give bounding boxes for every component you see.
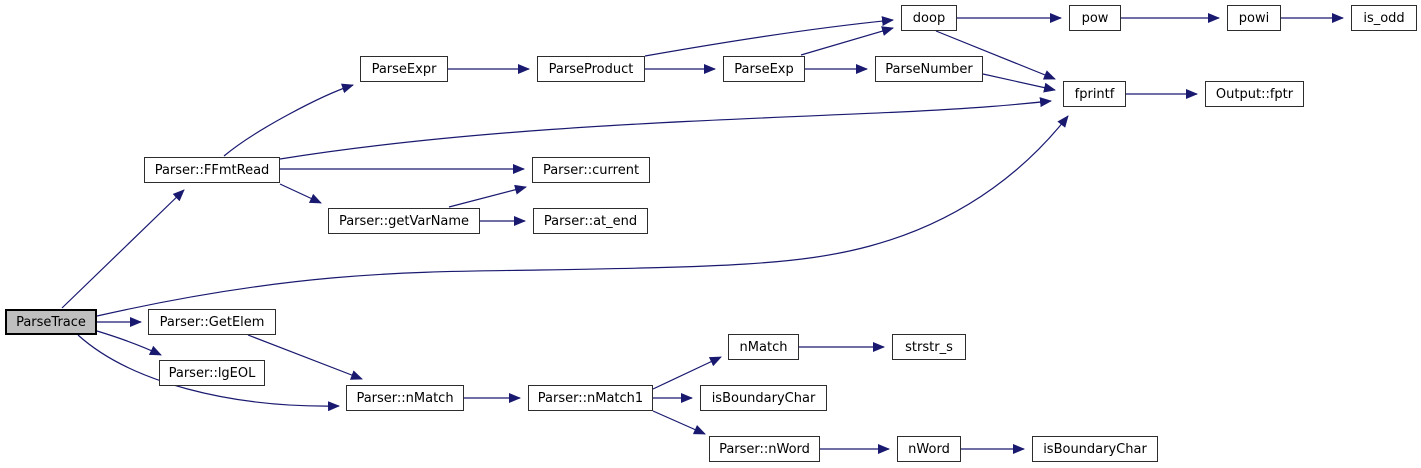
node-parse-trace[interactable]: ParseTrace: [5, 309, 97, 335]
edge-parse-trace-ffmt-read: [61, 189, 185, 309]
node-parse-number[interactable]: ParseNumber: [875, 56, 983, 82]
node-label-is-odd: is_odd: [1363, 10, 1405, 26]
node-label-lg-eol: Parser::lgEOL: [168, 365, 256, 381]
edge-nmatch1-nword-p: [652, 410, 706, 435]
node-label-nmatch: nMatch: [739, 339, 788, 355]
node-label-fprintf: fprintf: [1074, 86, 1115, 102]
node-label-nword: nWord: [908, 441, 950, 457]
node-get-elem[interactable]: Parser::GetElem: [148, 309, 276, 335]
node-ffmt-read[interactable]: Parser::FFmtRead: [144, 157, 280, 183]
edge-parse-trace-nmatch-p: [77, 334, 340, 412]
node-label-get-var-name: Parser::getVarName: [338, 213, 470, 229]
node-parse-product[interactable]: ParseProduct: [537, 56, 645, 82]
node-fprintf[interactable]: fprintf: [1063, 81, 1126, 107]
node-nmatch1[interactable]: Parser::nMatch1: [528, 385, 653, 411]
node-label-parse-trace: ParseTrace: [16, 314, 86, 330]
node-label-parse-number: ParseNumber: [885, 61, 973, 77]
node-lg-eol[interactable]: Parser::lgEOL: [159, 360, 265, 386]
node-strstr-s[interactable]: strstr_s: [892, 334, 966, 360]
node-nword-p[interactable]: Parser::nWord: [709, 436, 820, 462]
node-nmatch[interactable]: nMatch: [728, 334, 799, 360]
node-nmatch-p[interactable]: Parser::nMatch: [346, 385, 464, 411]
edge-parse-product-doop: [644, 16, 894, 57]
edge-ffmt-read-fprintf: [279, 97, 1052, 160]
edge-ffmt-read-parse-expr: [223, 83, 354, 157]
node-doop[interactable]: doop: [901, 5, 957, 31]
node-current[interactable]: Parser::current: [532, 157, 650, 183]
node-label-ffmt-read: Parser::FFmtRead: [154, 162, 270, 178]
edge-parse-trace-fprintf: [96, 115, 1069, 317]
node-label-nmatch-p: Parser::nMatch: [356, 390, 454, 406]
node-label-is-boundary-char2: isBoundaryChar: [1043, 441, 1147, 457]
node-label-parse-product: ParseProduct: [548, 61, 634, 77]
node-is-odd[interactable]: is_odd: [1351, 5, 1417, 31]
edge-doop-fprintf: [935, 30, 1056, 80]
node-label-parse-expr: ParseExpr: [371, 61, 437, 77]
node-label-output-fptr: Output::fptr: [1215, 86, 1294, 102]
node-parse-exp[interactable]: ParseExp: [723, 56, 805, 82]
node-is-boundary-char2[interactable]: isBoundaryChar: [1032, 436, 1158, 462]
node-label-doop: doop: [912, 10, 946, 26]
edge-nmatch1-nmatch: [652, 356, 722, 390]
node-pow[interactable]: pow: [1069, 5, 1121, 31]
edge-get-var-name-current: [448, 184, 527, 208]
node-label-pow: pow: [1081, 10, 1109, 26]
node-label-at-end: Parser::at_end: [543, 213, 638, 229]
edge-parse-trace-lg-eol: [96, 330, 162, 356]
node-at-end[interactable]: Parser::at_end: [533, 208, 648, 234]
node-output-fptr[interactable]: Output::fptr: [1205, 81, 1304, 107]
node-powi[interactable]: powi: [1227, 5, 1281, 31]
node-parse-expr[interactable]: ParseExpr: [360, 56, 448, 82]
node-label-parse-exp: ParseExp: [734, 61, 794, 77]
node-label-get-elem: Parser::GetElem: [159, 314, 265, 330]
node-is-boundary-char[interactable]: isBoundaryChar: [700, 385, 827, 411]
node-label-nword-p: Parser::nWord: [719, 441, 810, 457]
edge-get-elem-nmatch-p: [247, 334, 363, 380]
node-label-powi: powi: [1238, 10, 1270, 26]
node-label-is-boundary-char: isBoundaryChar: [711, 390, 816, 406]
node-label-current: Parser::current: [542, 162, 640, 178]
edge-parse-exp-doop: [800, 26, 894, 56]
edge-ffmt-read-get-var-name: [279, 183, 322, 204]
node-nword[interactable]: nWord: [897, 436, 961, 462]
node-label-nmatch1: Parser::nMatch1: [537, 390, 644, 406]
edge-parse-number-fprintf: [982, 73, 1056, 93]
node-label-strstr-s: strstr_s: [905, 339, 953, 355]
node-get-var-name[interactable]: Parser::getVarName: [328, 208, 480, 234]
